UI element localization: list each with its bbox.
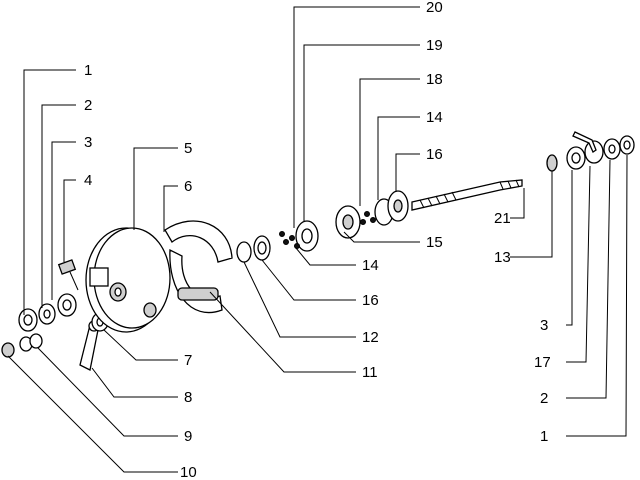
callout-label: 1	[84, 62, 92, 79]
shaft-assembly	[236, 179, 523, 263]
callout-label: 20	[426, 0, 443, 16]
callout-labels-right: 3 17 2 1	[534, 317, 551, 445]
callout-label: 1	[540, 428, 548, 445]
callout-labels-left: 1 2 3 4 5 6 7 8 9 10 11 12 16 14 15	[84, 62, 443, 480]
callout-label: 2	[540, 390, 548, 407]
callout-label: 15	[426, 234, 443, 251]
brake-plate-5	[85, 227, 171, 333]
leader-lines	[7, 6, 628, 473]
callout-label: 16	[362, 292, 379, 309]
callout-label: 8	[184, 389, 192, 406]
brake-shoes-6	[164, 220, 233, 314]
callout-label: 21	[494, 210, 511, 227]
callout-label: 2	[84, 97, 92, 114]
callout-label: 3	[540, 317, 548, 334]
nuts-bottom-left	[1, 333, 43, 358]
left-washer-stack	[18, 293, 77, 332]
callout-label: 19	[426, 37, 443, 54]
callout-label: 10	[180, 464, 197, 480]
callout-label: 6	[184, 178, 192, 195]
callout-label: 9	[184, 428, 192, 445]
bolt-4	[57, 259, 79, 291]
callout-label: 17	[534, 354, 551, 371]
callout-label: 14	[362, 257, 379, 274]
callout-label: 3	[84, 134, 92, 151]
callout-label: 13	[494, 249, 511, 266]
callout-label: 5	[184, 140, 192, 157]
callout-labels-top: 20 19 18 14 16 21 13	[426, 0, 511, 266]
callout-label: 11	[362, 364, 378, 381]
callout-label: 7	[184, 352, 192, 369]
callout-label: 18	[426, 71, 443, 88]
callout-label: 4	[84, 172, 92, 189]
callout-label: 12	[362, 329, 379, 346]
right-nut-stack	[546, 131, 635, 172]
callout-label: 16	[426, 146, 443, 163]
callout-label: 14	[426, 109, 443, 126]
